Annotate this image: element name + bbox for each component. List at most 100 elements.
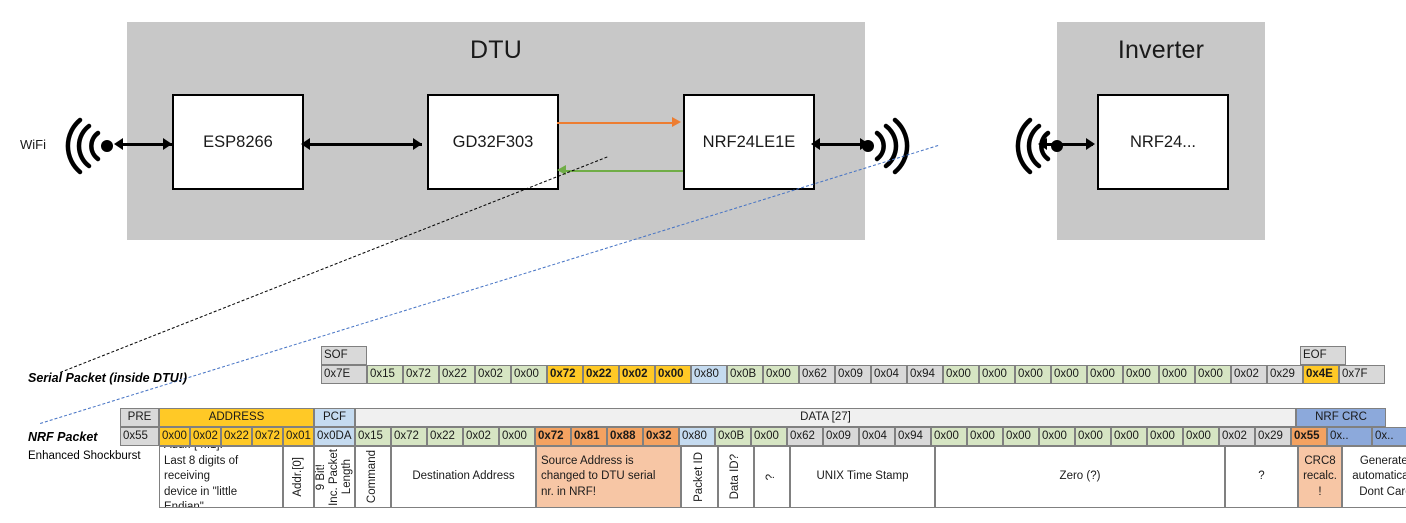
nrf-crc-byte-1: 0x.. xyxy=(1372,427,1406,446)
chip-nrf24: NRF24... xyxy=(1097,94,1229,190)
chip-esp8266: ESP8266 xyxy=(172,94,304,190)
serial-sof-value: 0x7E xyxy=(321,365,367,384)
serial-packet-label: Serial Packet (inside DTU!) xyxy=(28,371,188,385)
command-desc-label: Command xyxy=(366,450,379,504)
serial-byte-4: 0x00 xyxy=(511,365,547,384)
chip-label: NRF24LE1E xyxy=(702,132,796,151)
pcf-header: PCF xyxy=(314,408,355,427)
serial-byte-24: 0x02 xyxy=(1231,365,1267,384)
nrf-address-byte-4: 0x01 xyxy=(283,427,314,446)
chip-label: ESP8266 xyxy=(203,132,273,151)
chip-nrf24le1e: NRF24LE1E xyxy=(683,94,815,190)
serial-byte-9: 0x80 xyxy=(691,365,727,384)
serial-byte-3: 0x02 xyxy=(475,365,511,384)
nrf-address-byte-2: 0x22 xyxy=(221,427,252,446)
packet-id-desc: Packet ID xyxy=(681,446,718,508)
serial-byte-6: 0x22 xyxy=(583,365,619,384)
addr0-desc: Addr.[0] xyxy=(283,446,314,508)
serial-byte-1: 0x72 xyxy=(403,365,439,384)
serial-byte-7: 0x02 xyxy=(619,365,655,384)
serial-byte-8: 0x00 xyxy=(655,365,691,384)
unknown-byte-desc: ? xyxy=(754,446,790,508)
nrf-byte-21: 0x00 xyxy=(1111,427,1147,446)
nrf-byte-3: 0x02 xyxy=(463,427,499,446)
serial-byte-5: 0x72 xyxy=(547,365,583,384)
nrf-packet-sublabel: Enhanced Shockburst xyxy=(28,450,141,462)
nrf-byte-23: 0x00 xyxy=(1183,427,1219,446)
serial-packet-eof-header-row: EOF xyxy=(1300,346,1346,365)
serial-byte-16: 0x00 xyxy=(943,365,979,384)
serial-byte-15: 0x94 xyxy=(907,365,943,384)
nrf-byte-20: 0x00 xyxy=(1075,427,1111,446)
serial-byte-11: 0x00 xyxy=(763,365,799,384)
nrf-byte-17: 0x00 xyxy=(967,427,1003,446)
serial-byte-22: 0x00 xyxy=(1159,365,1195,384)
nrf-crc-desc: Generated automatically. Dont Care! xyxy=(1342,446,1406,508)
serial-byte-14: 0x04 xyxy=(871,365,907,384)
chip-label: NRF24... xyxy=(1129,132,1197,151)
serial-byte-12: 0x62 xyxy=(799,365,835,384)
pcf-desc-line-c: Length xyxy=(341,459,354,495)
nrf-address-byte-0: 0x00 xyxy=(159,427,190,446)
inverter-title: Inverter xyxy=(1117,36,1205,64)
serial-byte-26: 0x4E xyxy=(1303,365,1339,384)
nrf-byte-11: 0x00 xyxy=(751,427,787,446)
nrf-byte-26: 0x55 xyxy=(1291,427,1327,446)
source-address-desc: Source Address is changed to DTU serial … xyxy=(536,446,681,508)
destination-address-label: Destination Address xyxy=(412,470,515,483)
wifi-antenna-icon xyxy=(65,117,113,175)
serial-byte-0: 0x15 xyxy=(367,365,403,384)
sof-header: SOF xyxy=(321,346,367,365)
nrf-byte-2: 0x22 xyxy=(427,427,463,446)
serial-byte-10: 0x0B xyxy=(727,365,763,384)
nrf-byte-7: 0x88 xyxy=(607,427,643,446)
serial-byte-13: 0x09 xyxy=(835,365,871,384)
serial-byte-19: 0x00 xyxy=(1051,365,1087,384)
unknown-tail-label: ? xyxy=(1258,470,1265,483)
data-id-label: Data ID? xyxy=(729,454,742,500)
nrf-byte-10: 0x0B xyxy=(715,427,751,446)
serial-packet-header-row: SOF xyxy=(321,346,367,365)
nrf-description-row: Addr. [4..1]: Last 8 digits of receiving… xyxy=(120,446,1406,508)
nrf-address-byte-1: 0x02 xyxy=(190,427,221,446)
nrf-address-byte-3: 0x72 xyxy=(252,427,283,446)
nrf-byte-14: 0x04 xyxy=(859,427,895,446)
nrf-byte-8: 0x32 xyxy=(643,427,679,446)
unix-timestamp-desc: UNIX Time Stamp xyxy=(790,446,935,508)
unix-timestamp-label: UNIX Time Stamp xyxy=(816,470,909,483)
crc8-desc: CRC8 recalc. ! xyxy=(1298,446,1342,508)
nrf-byte-16: 0x00 xyxy=(931,427,967,446)
nrf-byte-12: 0x62 xyxy=(787,427,823,446)
pre-value: 0x55 xyxy=(120,427,159,446)
nrf-byte-6: 0x81 xyxy=(571,427,607,446)
inverter-enclosure: Inverter xyxy=(1057,22,1265,240)
pcf-desc: Length Inc. Packet 9 Bit! xyxy=(314,446,355,508)
zero-desc: Zero (?) xyxy=(935,446,1225,508)
nrf-byte-18: 0x00 xyxy=(1003,427,1039,446)
pcf-desc-line-a: 9 Bit! xyxy=(314,463,327,491)
data-id-desc: Data ID? xyxy=(718,446,754,508)
nrf-header-row: PRE ADDRESS PCF DATA [27] NRF CRC xyxy=(120,408,1386,427)
pre-header: PRE xyxy=(120,408,159,427)
nrf-byte-15: 0x94 xyxy=(895,427,931,446)
nrf-packet-label: NRF Packet xyxy=(28,430,98,444)
serial-eof-value: 0x7F xyxy=(1339,365,1385,384)
serial-byte-18: 0x00 xyxy=(1015,365,1051,384)
serial-byte-20: 0x00 xyxy=(1087,365,1123,384)
nrf-byte-0: 0x15 xyxy=(355,427,391,446)
nrf-byte-5: 0x72 xyxy=(535,427,571,446)
packet-id-label: Packet ID xyxy=(692,452,705,502)
serial-byte-23: 0x00 xyxy=(1195,365,1231,384)
nrf-byte-4: 0x00 xyxy=(499,427,535,446)
addr0-desc-label: Addr.[0] xyxy=(291,457,304,497)
nrf-byte-1: 0x72 xyxy=(391,427,427,446)
pre-desc-spacer xyxy=(120,446,159,508)
serial-byte-25: 0x29 xyxy=(1267,365,1303,384)
nrf-byte-24: 0x02 xyxy=(1219,427,1255,446)
wifi-label: WiFi xyxy=(20,137,46,152)
pcf-value: 0x0DA xyxy=(314,427,355,446)
dtu-title: DTU xyxy=(470,36,522,64)
nrf-byte-9: 0x80 xyxy=(679,427,715,446)
